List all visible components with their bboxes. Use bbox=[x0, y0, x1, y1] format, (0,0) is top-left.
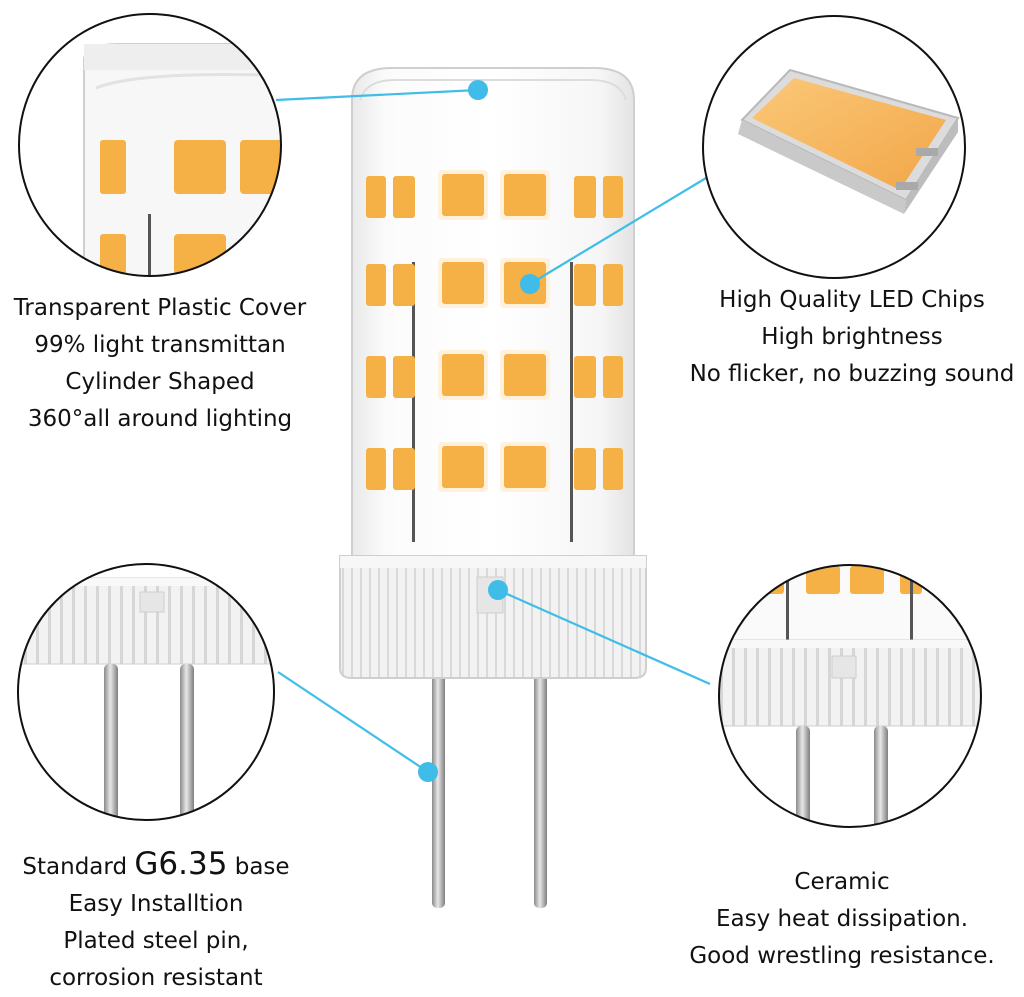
led-row bbox=[366, 442, 623, 492]
chip-marker-dot bbox=[520, 274, 540, 294]
transparent-cover bbox=[351, 67, 635, 561]
zoom-circle-led-chip bbox=[702, 15, 966, 279]
callout-dots bbox=[418, 80, 540, 782]
cover-marker-dot bbox=[468, 80, 488, 100]
ceramic-base bbox=[339, 555, 647, 679]
led-chip-caption: High Quality LED Chips High brightness N… bbox=[670, 282, 1024, 393]
cover-caption-line: Transparent Plastic Cover bbox=[13, 295, 307, 321]
base-caption-line: Standard G6.35 base bbox=[0, 846, 312, 886]
led-chip-array bbox=[366, 170, 623, 492]
base-model-label: G6.35 bbox=[134, 846, 228, 882]
ceramic-caption: Ceramic Easy heat dissipation. Good wres… bbox=[664, 864, 1020, 975]
zoom-circle-pins bbox=[17, 563, 275, 821]
ceramic-caption-line: Easy heat dissipation. bbox=[715, 906, 969, 932]
base-caption: Standard G6.35 base Easy Installtion Pla… bbox=[0, 846, 312, 997]
base-caption-prefix: Standard bbox=[22, 854, 128, 880]
pin-marker-dot bbox=[418, 762, 438, 782]
base-marker-dot bbox=[488, 580, 508, 600]
bulb-pin-right bbox=[534, 672, 547, 908]
zoom-circle-cover bbox=[18, 13, 282, 277]
led-chip-caption-line: High Quality LED Chips bbox=[719, 287, 985, 313]
cover-caption-line: 99% light transmittan bbox=[34, 332, 286, 358]
ceramic-caption-line: Ceramic bbox=[794, 869, 890, 895]
led-row bbox=[366, 170, 623, 220]
callout-connectors bbox=[275, 88, 717, 773]
base-caption-line: Easy Installtion bbox=[68, 891, 244, 917]
zoom-circle-ceramic bbox=[718, 564, 982, 828]
cover-caption-line: Cylinder Shaped bbox=[65, 369, 255, 395]
led-row bbox=[366, 350, 623, 400]
cover-caption: Transparent Plastic Cover 99% light tran… bbox=[0, 290, 320, 438]
base-caption-suffix: base bbox=[234, 854, 290, 880]
led-chip-caption-line: High brightness bbox=[761, 324, 943, 350]
ceramic-caption-line: Good wrestling resistance. bbox=[689, 943, 995, 969]
bulb-pin-left bbox=[432, 672, 445, 908]
led-chip-caption-line: No flicker, no buzzing sound bbox=[689, 361, 1015, 387]
cover-caption-line: 360°all around lighting bbox=[27, 406, 293, 432]
g635-led-bulb bbox=[339, 67, 647, 908]
base-caption-line: Plated steel pin, bbox=[63, 928, 249, 954]
base-caption-line: corrosion resistant bbox=[49, 965, 263, 991]
